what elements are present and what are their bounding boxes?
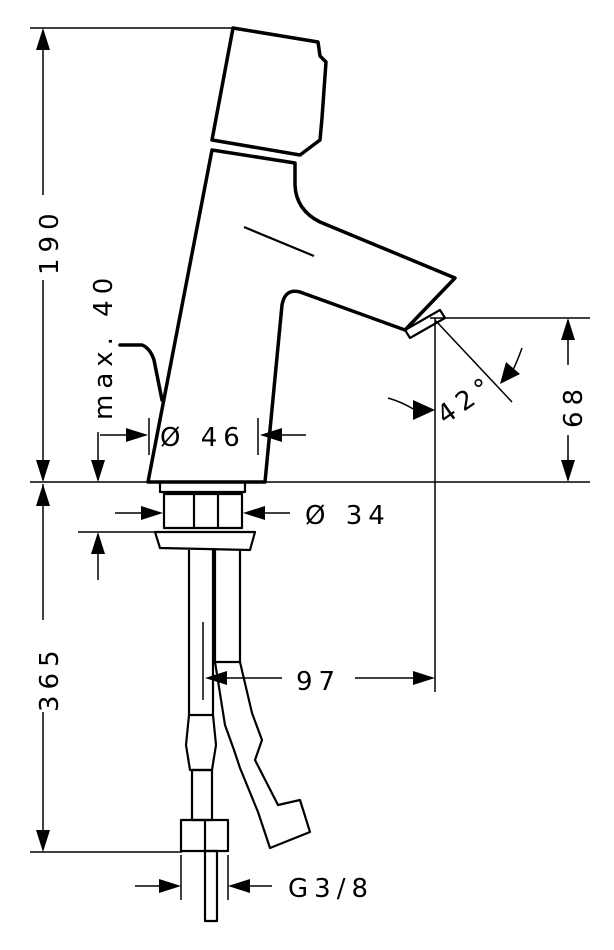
- dimension-label-angle-42: 42°: [432, 369, 502, 430]
- dimension-label-diameter-34: Ø 34: [305, 501, 391, 531]
- dimension-max-40: max. 40: [89, 272, 119, 580]
- dimension-label-diameter-46: Ø 46: [160, 423, 246, 453]
- reference-lines: [30, 27, 590, 853]
- dimension-label-g3-8: G3/8: [288, 874, 374, 904]
- dimension-label-97: 97: [296, 667, 341, 697]
- supply-hoses: [179, 550, 312, 923]
- dimension-label-max-40: max. 40: [89, 272, 119, 420]
- dimension-label-190: 190: [35, 207, 65, 275]
- dimension-diameter-34: Ø 34: [115, 501, 391, 531]
- dimension-label-68: 68: [559, 383, 589, 428]
- dimension-97: 97: [205, 667, 435, 697]
- mounting-shank: [153, 480, 257, 552]
- faucet-body: [118, 26, 457, 484]
- dimension-190: 190: [35, 28, 65, 482]
- dimension-diameter-46: Ø 46: [100, 418, 306, 455]
- dimension-label-365: 365: [35, 644, 65, 712]
- dimension-68: 68: [559, 318, 589, 482]
- dimension-365: 365: [35, 484, 65, 852]
- dimension-thread-g3-8: G3/8: [135, 855, 374, 904]
